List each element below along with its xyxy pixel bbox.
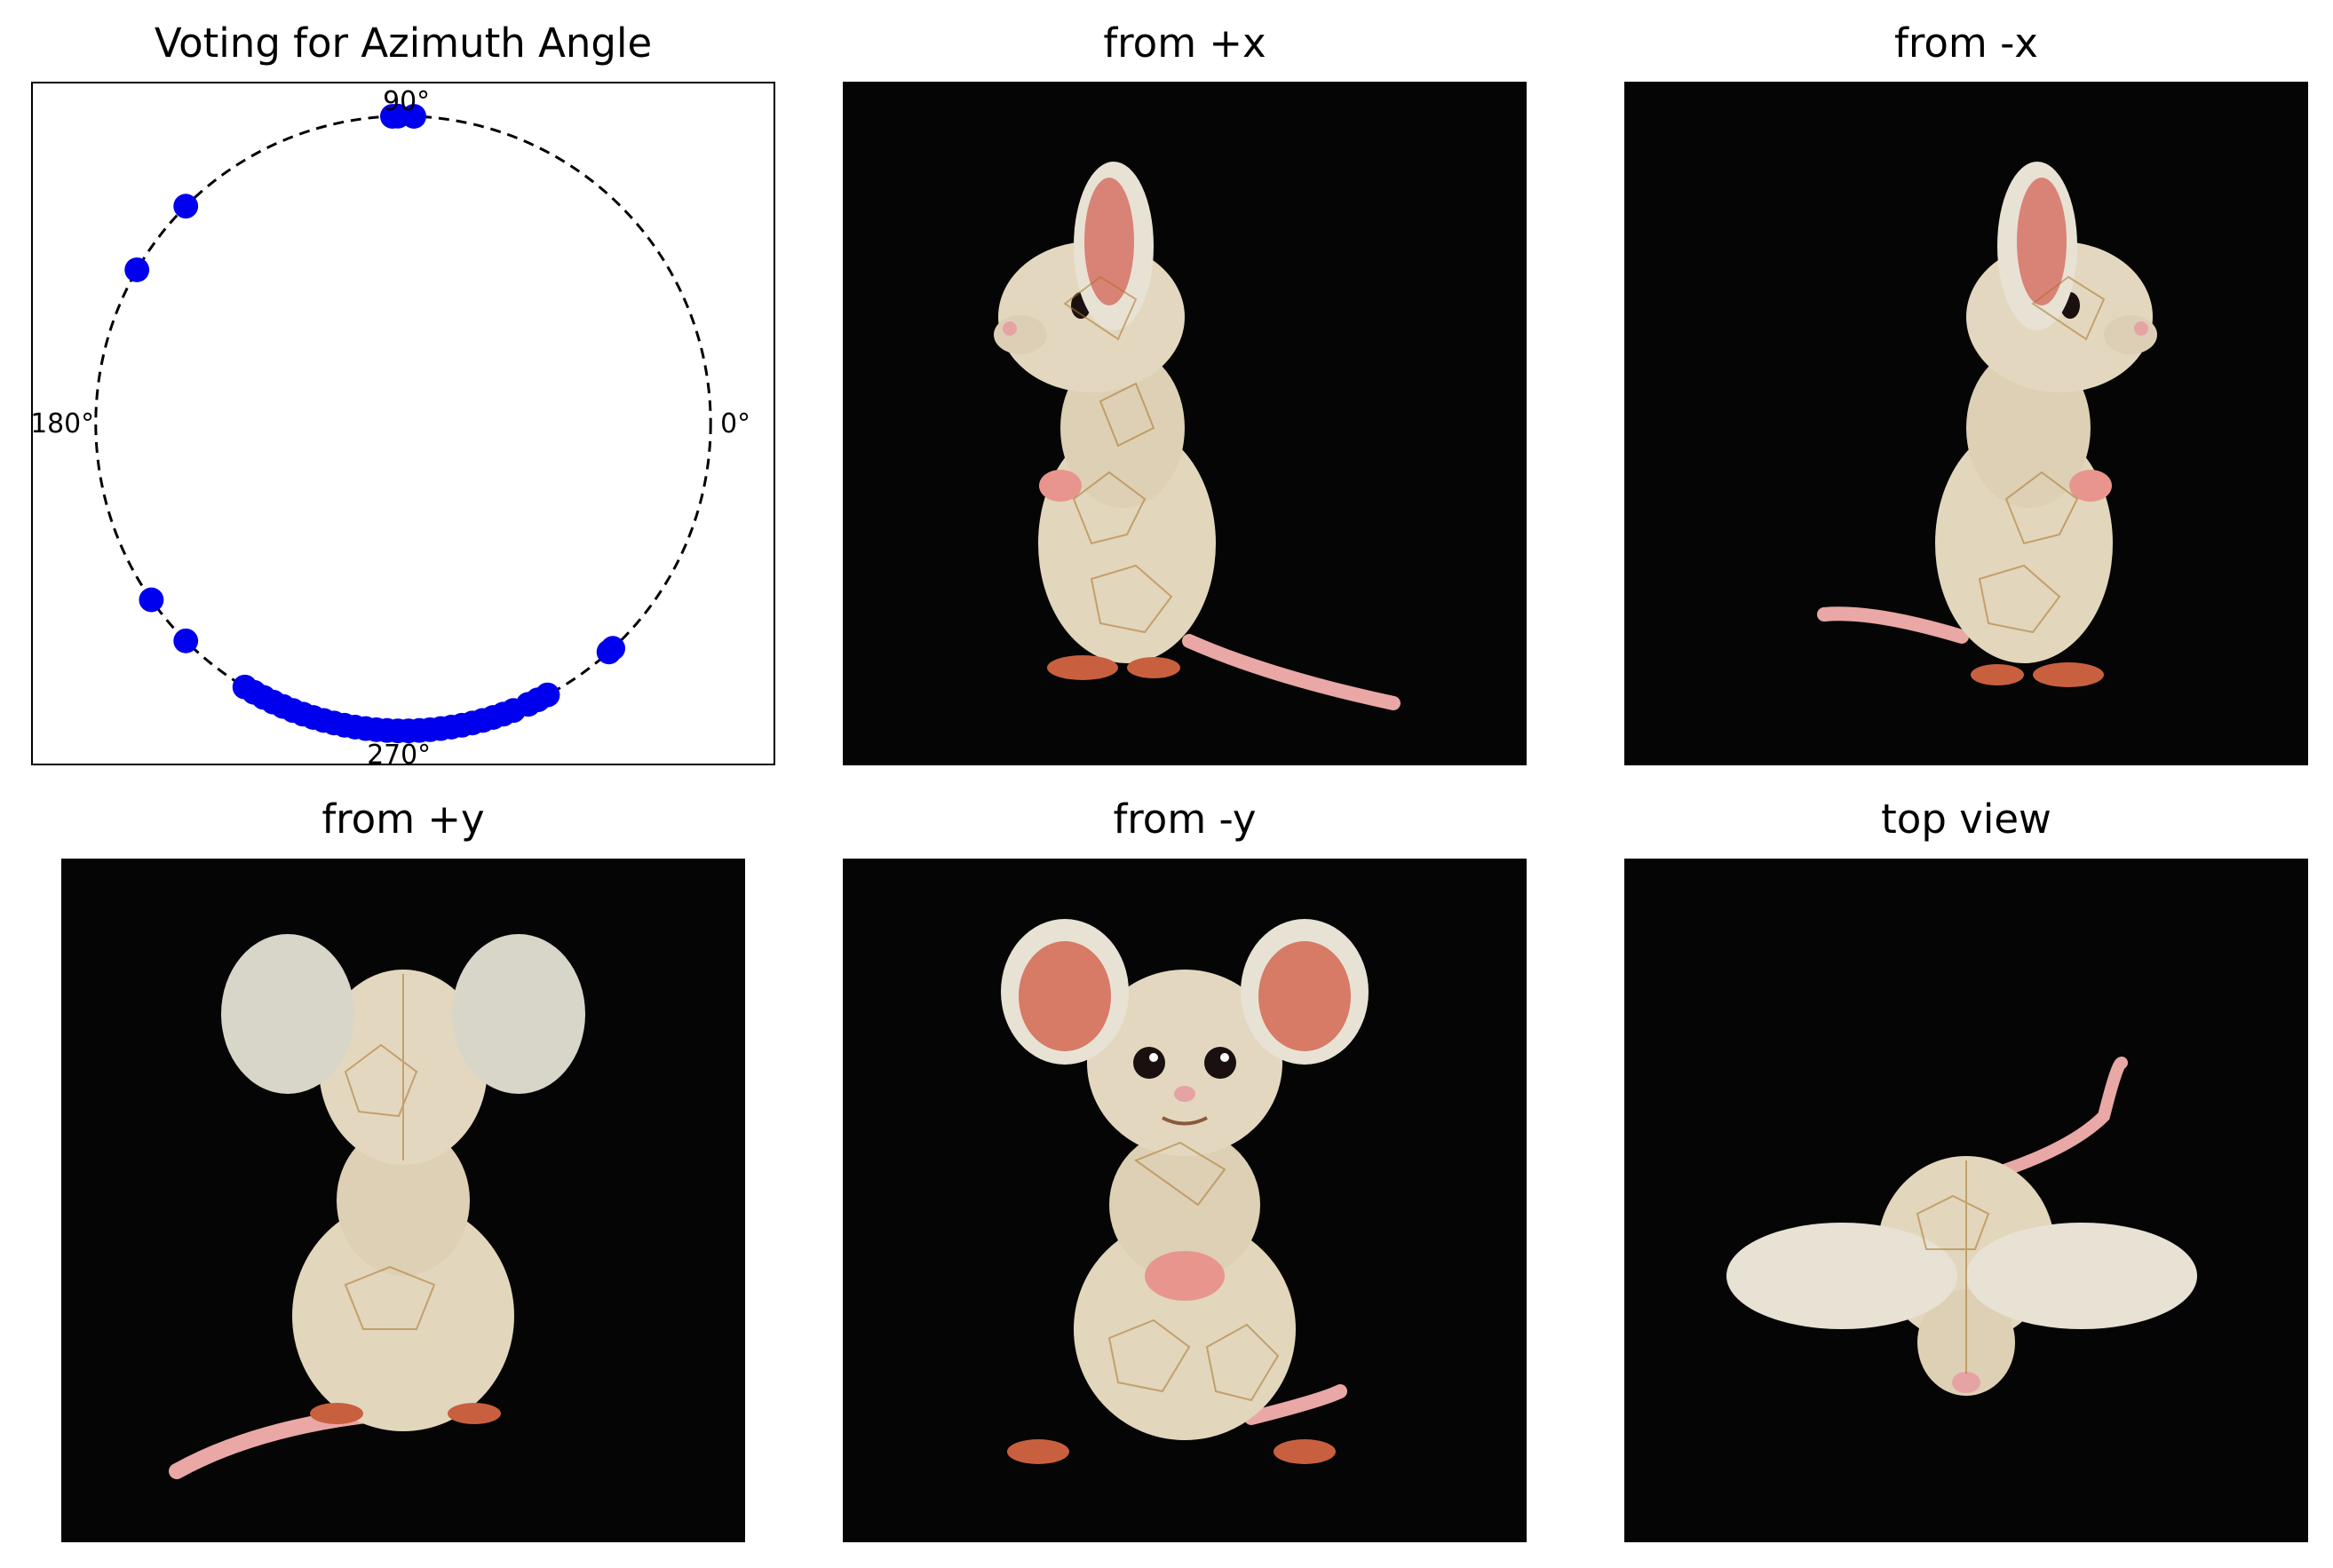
azimuth-voting-chart: 0° 90° 180° 270°	[31, 82, 775, 765]
vote-point	[535, 682, 560, 708]
tick-label-270: 270°	[367, 740, 431, 764]
mouse-image-minus-x	[1624, 82, 2308, 765]
tick-label-90: 90°	[383, 86, 430, 117]
view-title-plus-x: from +x	[1103, 20, 1266, 67]
view-title-minus-y: from -y	[1113, 796, 1257, 843]
vote-point	[139, 587, 164, 613]
tick-label-0: 0°	[720, 408, 750, 440]
vote-point	[379, 104, 405, 129]
mouse-image-minus-y	[843, 859, 1527, 1542]
mouse-image-plus-y	[61, 859, 745, 1542]
mouse-image-plus-x	[843, 82, 1527, 765]
tick-label-180: 180°	[33, 408, 94, 440]
vote-points	[124, 103, 626, 744]
view-title-top: top view	[1881, 796, 2051, 843]
vote-point	[600, 636, 626, 661]
vote-point	[173, 628, 199, 653]
view-title-plus-y: from +y	[321, 796, 485, 843]
azimuth-polar-plot: 0° 90° 180° 270°	[33, 86, 750, 764]
polar-chart-title: Voting for Azimuth Angle	[154, 20, 653, 67]
view-title-minus-x: from -x	[1894, 20, 2038, 67]
mouse-image-top-view	[1624, 859, 2308, 1542]
vote-point	[173, 194, 199, 219]
vote-point	[124, 257, 150, 282]
